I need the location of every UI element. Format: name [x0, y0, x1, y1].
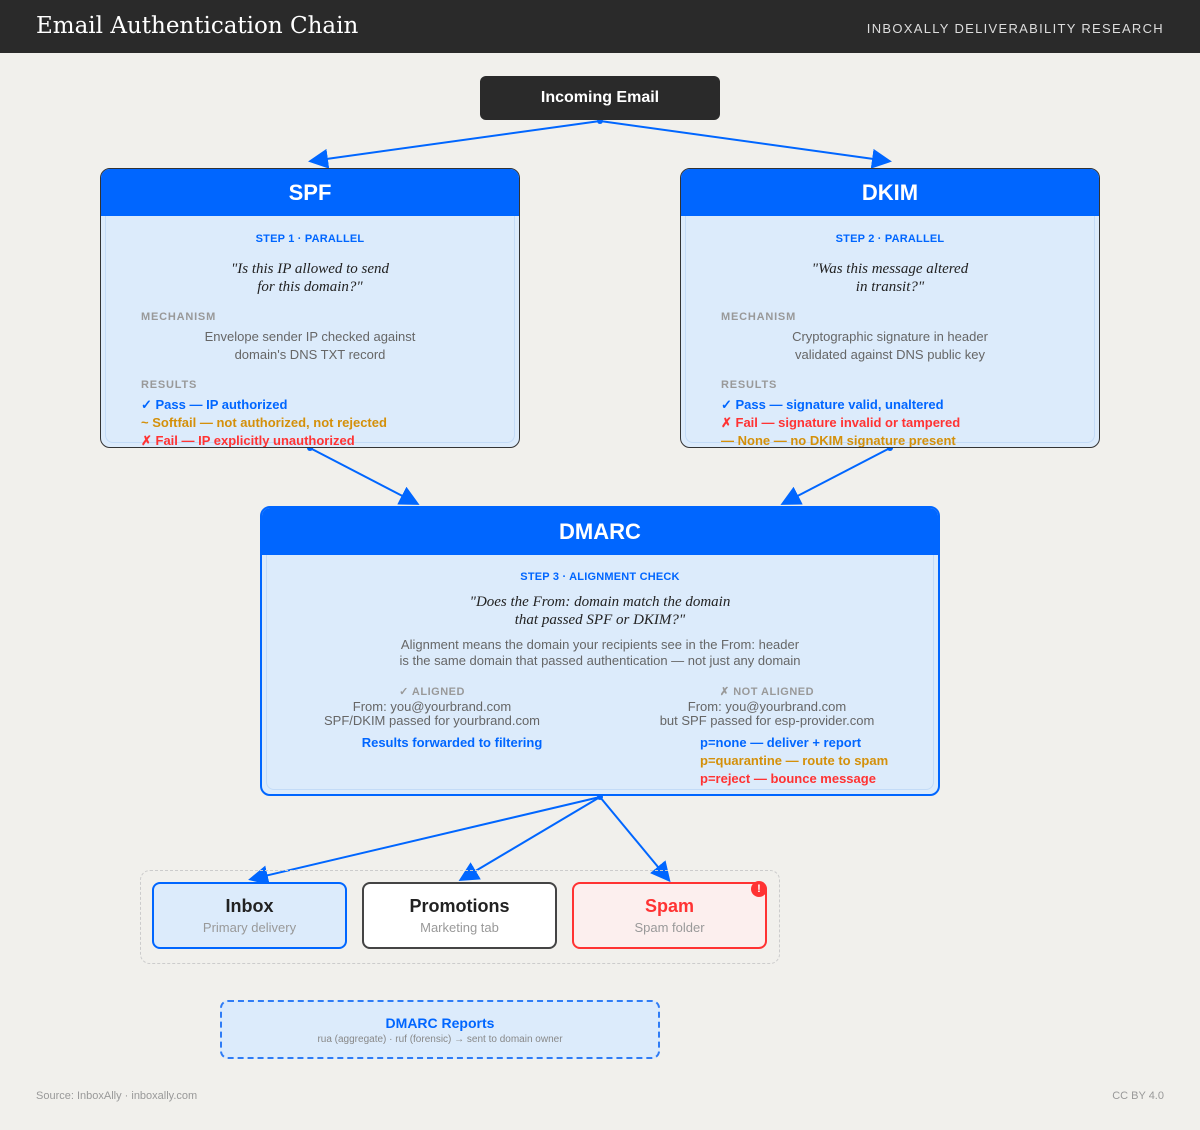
dkim-result-fail: ✗ Fail — signature invalid or tampered [721, 415, 961, 430]
spf-results-label: RESULTS [141, 379, 198, 391]
policy-reject: p=reject — bounce message [700, 771, 876, 786]
dkim-result-none: — None — no DKIM signature present [721, 433, 956, 448]
spf-results: ✓ Pass — IP authorized ~ Softfail — not … [141, 396, 387, 448]
destinations-group [140, 870, 780, 964]
dmarc-explanation: Alignment means the domain your recipien… [399, 637, 801, 668]
arrow-to-dkim [599, 120, 892, 169]
dmarc-reports-box: DMARC Reports rua (aggregate) · ruf (for… [220, 1000, 660, 1059]
incoming-email-node: Incoming Email [480, 76, 720, 120]
arrow-spf-dmarc [309, 447, 420, 505]
arrow-dkim-dmarc [780, 447, 891, 505]
reports-subtitle: rua (aggregate) · ruf (forensic) → sent … [317, 1034, 563, 1045]
brand-label: INBOXALLY DELIVERABILITY RESEARCH [866, 21, 1164, 36]
dkim-results-label: RESULTS [721, 379, 778, 391]
dkim-card: DKIM STEP 2 · PARALLEL "Was this message… [680, 168, 1100, 448]
spf-title: SPF [101, 169, 519, 216]
dkim-result-pass: ✓ Pass — signature valid, unaltered [721, 397, 944, 412]
spf-result-pass: ✓ Pass — IP authorized [141, 397, 288, 412]
spf-step: STEP 1 · PARALLEL [255, 233, 365, 245]
dkim-results: ✓ Pass — signature valid, unaltered ✗ Fa… [721, 396, 961, 448]
aligned-label: ✓ ALIGNED [399, 686, 465, 698]
dkim-mechanism-label: MECHANISM [721, 311, 797, 323]
spf-result-fail: ✗ Fail — IP explicitly unauthorized [141, 433, 355, 448]
dkim-step: STEP 2 · PARALLEL [835, 233, 945, 245]
spf-result-softfail: ~ Softfail — not authorized, not rejecte… [141, 415, 387, 430]
arrow-to-inbox [248, 796, 601, 886]
source-footer: Source: InboxAlly · inboxally.com [36, 1090, 198, 1102]
not-aligned-label: ✗ NOT ALIGNED [719, 686, 815, 698]
dmarc-title: DMARC [262, 508, 938, 555]
arrow-to-spf [308, 120, 601, 169]
reports-title: DMARC Reports [385, 1015, 495, 1031]
page-title: Email Authentication Chain [36, 13, 359, 39]
policy-none: p=none — deliver + report [700, 735, 862, 750]
dmarc-step: STEP 3 · ALIGNMENT CHECK [520, 571, 680, 583]
warning-badge-icon: ! [751, 881, 767, 897]
dkim-title: DKIM [681, 169, 1099, 216]
license-footer: CC BY 4.0 [1112, 1090, 1164, 1102]
aligned-outcome: Results forwarded to filtering [361, 735, 543, 750]
spf-mechanism-label: MECHANISM [141, 311, 217, 323]
policy-quarantine: p=quarantine — route to spam [700, 753, 889, 768]
dmarc-card: DMARC STEP 3 · ALIGNMENT CHECK "Does the… [260, 506, 940, 796]
header-bar [0, 0, 1200, 53]
arrow-to-spam [599, 796, 671, 883]
arrow-to-promotions [458, 796, 601, 882]
spf-card: SPF STEP 1 · PARALLEL "Is this IP allowe… [100, 168, 520, 448]
